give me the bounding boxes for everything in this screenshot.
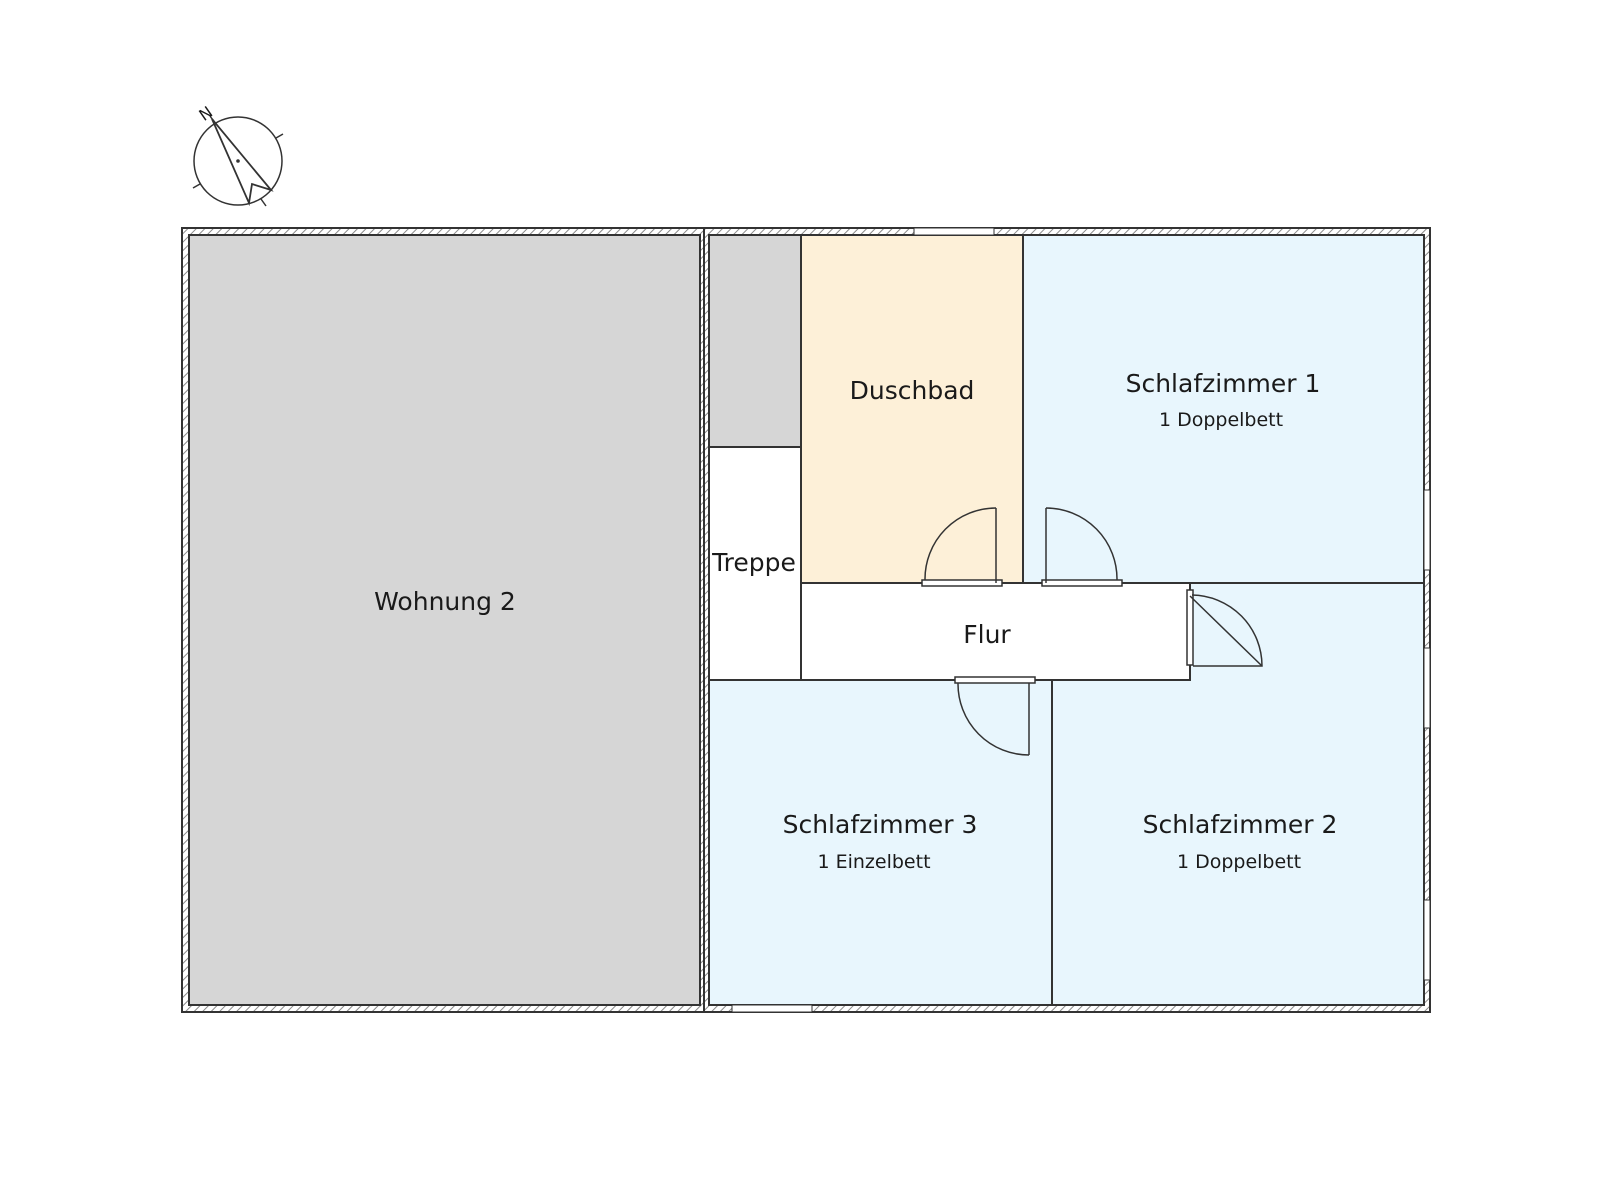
sub-schlafzimmer-3: 1 Einzelbett	[817, 851, 930, 873]
compass-ring	[193, 116, 283, 206]
room-schlafzimmer-2	[1051, 582, 1425, 1006]
door-sill	[1041, 579, 1123, 587]
compass-needle-icon	[211, 118, 274, 207]
compass-tick	[275, 133, 284, 139]
sub-schlafzimmer-2: 1 Doppelbett	[1177, 851, 1301, 873]
door-sill	[921, 579, 1003, 587]
label-schlafzimmer-2: Schlafzimmer 2	[1143, 810, 1338, 839]
room-abstell	[708, 234, 802, 448]
window-right-1	[1423, 489, 1431, 571]
room-treppe	[708, 446, 802, 681]
room-schlafzimmer-1	[1022, 234, 1425, 584]
door-sill	[954, 676, 1036, 684]
doors	[921, 507, 1263, 756]
door-schlafzimmer-2	[1186, 589, 1263, 667]
label-flur: Flur	[963, 620, 1011, 649]
window-right-2	[1423, 647, 1431, 729]
door-swing	[1045, 507, 1118, 581]
compass-tick	[260, 198, 267, 207]
window-bottom	[731, 1004, 813, 1013]
window-right-3	[1423, 899, 1431, 981]
label-schlafzimmer-3: Schlafzimmer 3	[783, 810, 978, 839]
label-treppe: Treppe	[711, 548, 796, 577]
door-swing	[924, 507, 997, 581]
compass: N	[192, 102, 284, 207]
windows	[731, 227, 1431, 1013]
compass-tick	[192, 183, 201, 189]
door-duschbad	[921, 507, 1003, 587]
room-schlafzimmer-3	[708, 679, 1053, 1006]
door-schlafzimmer-3	[954, 676, 1036, 756]
sub-schlafzimmer-1: 1 Doppelbett	[1159, 409, 1283, 431]
door-swing	[957, 682, 1030, 756]
label-wohnung-2: Wohnung 2	[374, 587, 516, 616]
room-wohnung-2	[188, 234, 701, 1006]
door-schlafzimmer-1	[1041, 507, 1123, 587]
door-sill	[1186, 589, 1194, 666]
room-labels: Wohnung 2 Treppe Duschbad Schlafzimmer 1…	[374, 369, 1337, 873]
room-duschbad	[800, 234, 1024, 584]
door-leaf	[1189, 595, 1263, 667]
window-top	[913, 227, 995, 236]
label-schlafzimmer-1: Schlafzimmer 1	[1126, 369, 1321, 398]
room-flur	[800, 582, 1191, 681]
compass-center	[236, 159, 240, 163]
rooms	[188, 234, 1425, 1006]
door-swing	[1191, 594, 1263, 667]
label-duschbad: Duschbad	[850, 376, 975, 405]
